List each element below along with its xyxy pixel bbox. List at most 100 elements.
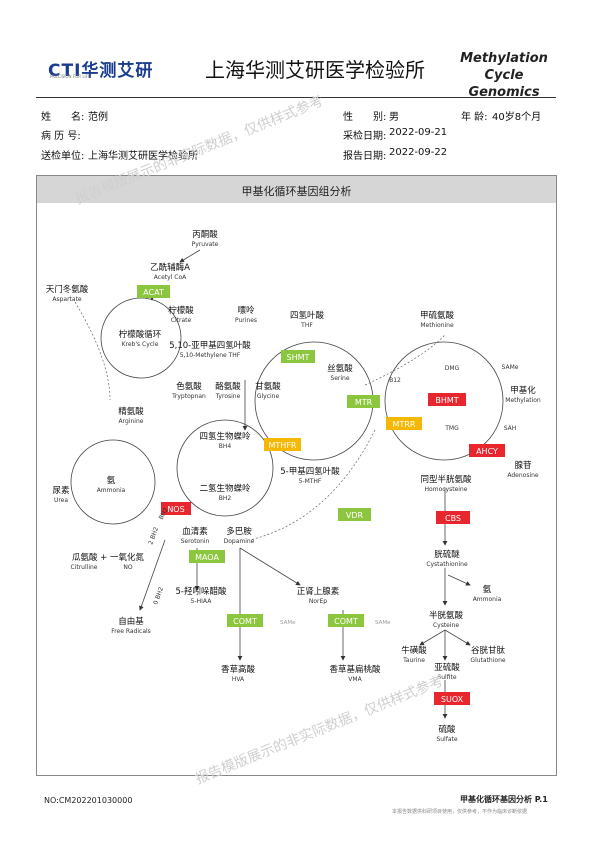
svg-text:亚硫酸: 亚硫酸	[434, 662, 460, 673]
methionine-cycle-circle	[384, 341, 504, 461]
svg-text:甘氨酸: 甘氨酸	[255, 381, 281, 392]
label-b12: B12	[389, 377, 401, 384]
svg-text:SUOX: SUOX	[441, 695, 464, 704]
logo-subtitle: PRECISION FOR LIFE	[50, 74, 91, 79]
svg-text:血清素: 血清素	[182, 526, 208, 537]
svg-text:同型半胱氨酸: 同型半胱氨酸	[420, 474, 472, 485]
svg-text:NorEp: NorEp	[309, 598, 327, 605]
svg-text:Glycine: Glycine	[257, 393, 280, 400]
gene-nos: NOS	[161, 502, 191, 515]
svg-text:VMA: VMA	[348, 676, 362, 683]
svg-text:BH4: BH4	[219, 443, 232, 450]
label-bh2-small-2: 2 BH2	[147, 526, 160, 546]
svg-text:COMT: COMT	[233, 617, 257, 626]
svg-text:NOS: NOS	[167, 505, 184, 514]
svg-text:THF: THF	[300, 322, 313, 329]
gene-comt-1: COMT	[227, 614, 263, 627]
svg-text:BH2: BH2	[219, 495, 232, 502]
page-label: 甲基化循环基因分析 P.1	[460, 795, 548, 804]
gene-mthfr: MTHFR	[264, 438, 301, 451]
svg-text:MTRR: MTRR	[393, 420, 416, 429]
svg-text:Tyrosine: Tyrosine	[215, 393, 241, 400]
report-number: NO:CM202201030000	[44, 796, 133, 805]
svg-text:Tryptopnan: Tryptopnan	[171, 393, 206, 400]
label-same-2: SAMe	[280, 620, 296, 626]
report-title: Methylation Cycle Genomics	[442, 50, 566, 101]
svg-text:ACAT: ACAT	[143, 288, 164, 297]
label-tmg: TMG	[444, 425, 459, 432]
report-title-line2: Genomics	[468, 85, 540, 100]
svg-text:甲基化: 甲基化	[510, 385, 536, 396]
svg-text:甲硫氨酸: 甲硫氨酸	[420, 310, 455, 321]
svg-text:Citrate: Citrate	[171, 317, 192, 324]
svg-text:5-HIAA: 5-HIAA	[191, 598, 213, 605]
gene-vdr: VDR	[338, 508, 371, 521]
svg-text:Sulfate: Sulfate	[436, 736, 457, 743]
svg-text:Serotonin: Serotonin	[181, 538, 210, 545]
svg-text:Adenosine: Adenosine	[507, 472, 539, 479]
svg-text:5,10-亚甲基四氢叶酸: 5,10-亚甲基四氢叶酸	[169, 340, 251, 351]
svg-text:酪氨酸: 酪氨酸	[215, 381, 241, 392]
label-dmg: DMG	[445, 365, 460, 372]
svg-text:MTHFR: MTHFR	[269, 441, 297, 450]
patient-name-value: 范例	[88, 112, 108, 123]
svg-text:COMT: COMT	[334, 617, 358, 626]
report-header: CTI华测艾研 PRECISION FOR LIFE 上海华测艾研医学检验所 M…	[0, 0, 595, 100]
sender-value: 上海华测艾研医学检验所	[88, 151, 198, 162]
svg-text:丝氨酸: 丝氨酸	[327, 363, 353, 374]
dashed-mtr-dopamine	[249, 429, 376, 541]
svg-text:Purines: Purines	[235, 317, 257, 324]
gene-acat: ACAT	[137, 285, 170, 298]
svg-text:VDR: VDR	[346, 511, 364, 520]
gene-comt-2: COMT	[328, 614, 364, 627]
svg-text:瓜氨酸 + 一氧化氮: 瓜氨酸 + 一氧化氮	[72, 552, 145, 563]
gene-mtr: MTR	[347, 395, 380, 408]
svg-text:5-甲基四氢叶酸: 5-甲基四氢叶酸	[280, 466, 340, 477]
svg-text:Homocysteine: Homocysteine	[425, 486, 468, 493]
svg-text:氨: 氨	[107, 475, 116, 486]
svg-text:腺苷: 腺苷	[514, 460, 532, 471]
svg-text:Serine: Serine	[330, 375, 349, 382]
arrow-cysteine-taurine	[419, 629, 446, 646]
collect-date-label: 采检日期:	[343, 131, 387, 142]
svg-text:Acetyl CoA: Acetyl CoA	[154, 274, 187, 281]
label-same-3: SAMe	[375, 620, 391, 626]
gene-suox: SUOX	[434, 692, 470, 705]
label-sah: SAH	[504, 425, 517, 432]
svg-text:柠檬酸: 柠檬酸	[168, 305, 194, 316]
svg-text:四氢叶酸: 四氢叶酸	[290, 310, 325, 321]
svg-text:Pyruvate: Pyruvate	[192, 241, 219, 248]
dashed-mtr-methionine	[364, 334, 446, 386]
gene-maoa: MAOA	[189, 550, 225, 563]
svg-text:Arginine: Arginine	[119, 418, 144, 425]
svg-text:Free Radicals: Free Radicals	[111, 628, 151, 635]
svg-text:BHMT: BHMT	[435, 396, 458, 405]
report-date-label: 报告日期:	[343, 151, 387, 162]
patient-name-label: 姓 名:	[41, 112, 85, 123]
